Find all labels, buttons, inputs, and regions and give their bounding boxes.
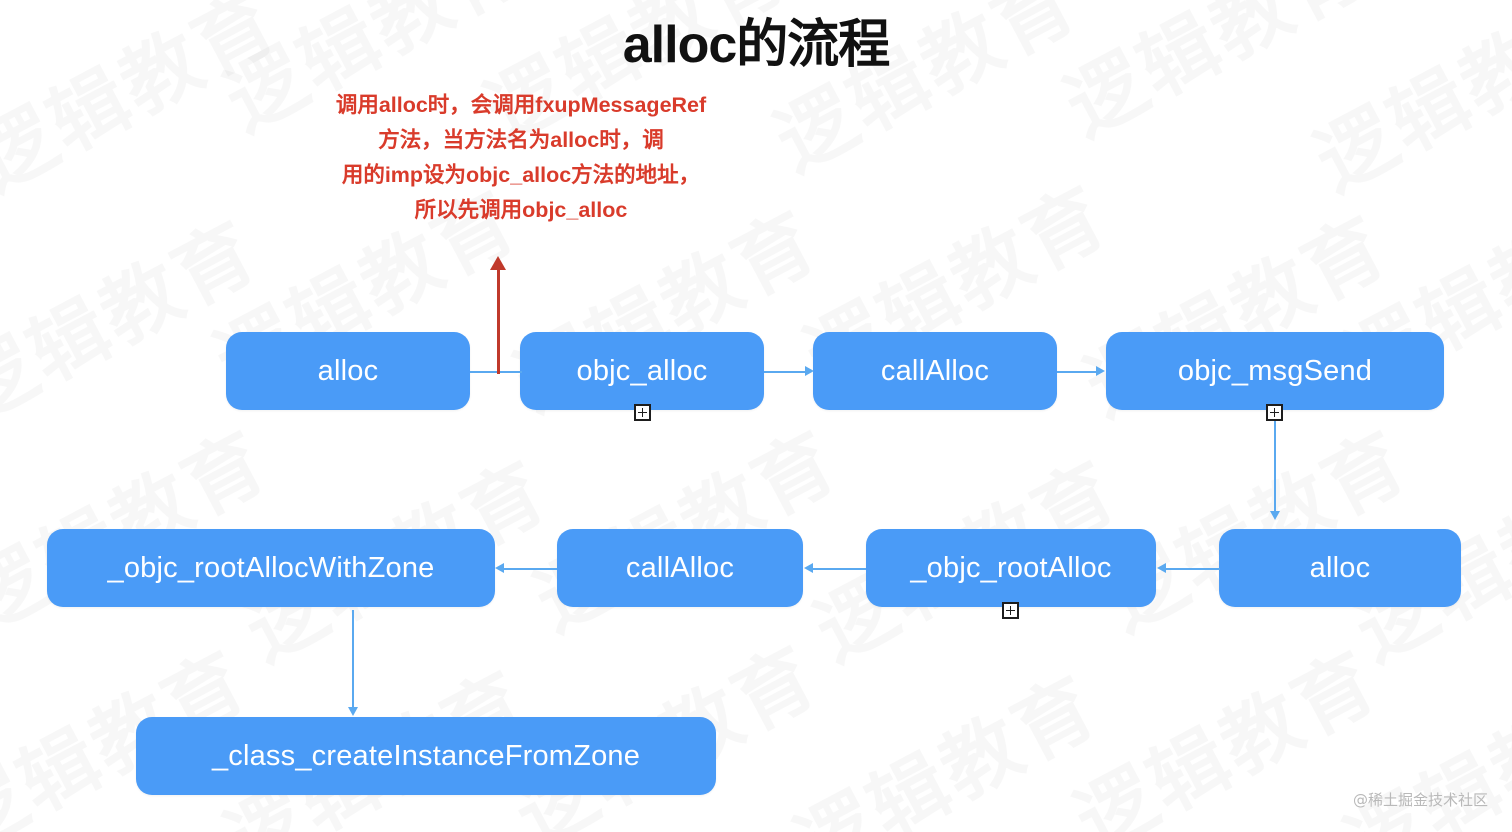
node-alloc-1[interactable]: alloc [226,332,470,410]
edge-rootallocwithzone-to-createinstance-arrowhead [348,707,358,716]
edge-objc-msgsend-to-alloc-arrowhead [1270,511,1280,520]
edge-callalloc-to-objc-msgsend-arrowhead [1096,366,1105,376]
expander-objc-rootalloc[interactable] [1002,602,1019,619]
corner-watermark: @稀土掘金技术社区 [1352,791,1488,809]
node-objc-rootallocwithzone[interactable]: _objc_rootAllocWithZone [47,529,495,607]
red-callout-arrow-shaft [497,268,500,374]
node-class-createinstancefromzone[interactable]: _class_createInstanceFromZone [136,717,716,795]
node-callalloc-1[interactable]: callAlloc [813,332,1057,410]
edge-callalloc-to-objc-msgsend [1057,371,1098,373]
annotation-line-3: 用的imp设为objc_alloc方法的地址， [341,163,701,187]
edge-alloc-to-objc-alloc [470,371,522,373]
edge-objc-alloc-to-callalloc-arrowhead [805,366,814,376]
edge-rootallocwithzone-to-createinstance [352,610,354,710]
node-objc-rootalloc[interactable]: _objc_rootAlloc [866,529,1156,607]
red-callout-arrow-head [490,256,506,270]
edge-callalloc-to-rootallocwithzone-arrowhead [495,563,504,573]
node-alloc-2[interactable]: alloc [1219,529,1461,607]
edge-rootalloc-to-callalloc-arrowhead [804,563,813,573]
annotation-callout: 调用alloc时，会调用fxupMessageRef 方法，当方法名为alloc… [256,88,786,228]
edge-alloc-to-rootalloc-arrowhead [1157,563,1166,573]
edge-objc-msgsend-to-alloc [1274,414,1276,514]
edge-alloc-to-rootalloc [1165,568,1220,570]
expander-objc-alloc[interactable] [634,404,651,421]
annotation-line-1: 调用alloc时，会调用fxupMessageRef [335,93,707,117]
edge-callalloc-to-rootallocwithzone [503,568,557,570]
node-objc-alloc[interactable]: objc_alloc [520,332,764,410]
annotation-line-2: 方法，当方法名为alloc时，调 [378,128,664,152]
annotation-line-4: 所以先调用objc_alloc [414,198,628,222]
node-callalloc-2[interactable]: callAlloc [557,529,803,607]
edge-objc-alloc-to-callalloc [764,371,806,373]
page-title: alloc的流程 [622,16,891,74]
expander-objc-msgsend[interactable] [1266,404,1283,421]
node-objc-msgsend[interactable]: objc_msgSend [1106,332,1444,410]
edge-rootalloc-to-callalloc [812,568,866,570]
